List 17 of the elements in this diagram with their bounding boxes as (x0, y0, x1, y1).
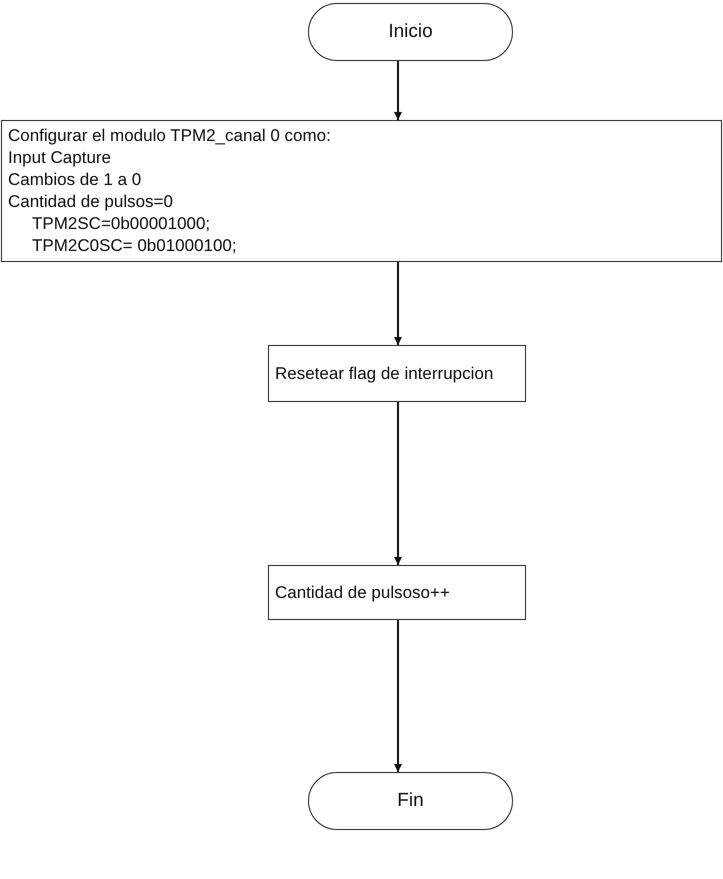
process-box (1, 120, 722, 262)
terminal-label: Inicio (388, 21, 433, 43)
arrow (394, 262, 402, 345)
process-text: Configurar el modulo TPM2_canal 0 como: (8, 125, 332, 147)
arrow (394, 61, 402, 120)
process-text: TPM2SC=0b00001000; (31, 213, 212, 235)
process-text: TPM2C0SC= 0b01000100; (31, 235, 238, 257)
process-box (268, 565, 526, 620)
process-text: Cantidad de pulsos=0 (8, 191, 174, 213)
process-text: Input Capture (8, 147, 112, 169)
process-text: Cambios de 1 a 0 (8, 169, 142, 191)
process-text: Resetear flag de interrupcion (275, 362, 494, 384)
arrow (394, 620, 402, 772)
process-text: Cantidad de pulsoso++ (275, 582, 451, 604)
process-box (268, 345, 526, 402)
terminal-label: Fin (397, 790, 424, 812)
arrow (394, 402, 402, 565)
